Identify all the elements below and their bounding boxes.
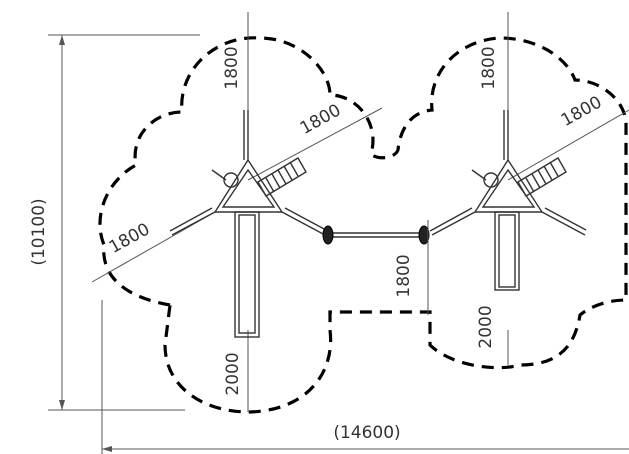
left-top-radius-label: 1800 bbox=[222, 46, 242, 89]
left-slide bbox=[234, 211, 260, 338]
right-ladder bbox=[517, 157, 567, 197]
left-right-radius-label: 1800 bbox=[297, 100, 345, 138]
right-slide bbox=[494, 211, 520, 291]
center-radius-label: 1800 bbox=[394, 254, 414, 297]
spring-rider-right bbox=[418, 225, 430, 245]
connector-bridge bbox=[322, 220, 430, 315]
dimension-total-width: (14600) bbox=[101, 300, 629, 454]
dimension-total-width-label: (14600) bbox=[333, 423, 400, 443]
safety-zone-outline bbox=[98, 36, 628, 414]
right-right-radius-label: 1800 bbox=[558, 92, 606, 130]
spring-rider-left bbox=[322, 225, 334, 245]
right-play-unit bbox=[429, 12, 629, 365]
right-top-radius-label: 1800 bbox=[479, 46, 499, 89]
dimension-total-height: (10100) bbox=[29, 34, 200, 411]
left-play-unit bbox=[91, 12, 383, 412]
left-bottom-label: 2000 bbox=[223, 352, 243, 395]
right-bottom-label: 2000 bbox=[476, 305, 496, 348]
left-ladder bbox=[257, 157, 307, 197]
dimension-total-height-label: (10100) bbox=[29, 198, 49, 265]
left-left-radius-label: 1800 bbox=[106, 219, 154, 257]
